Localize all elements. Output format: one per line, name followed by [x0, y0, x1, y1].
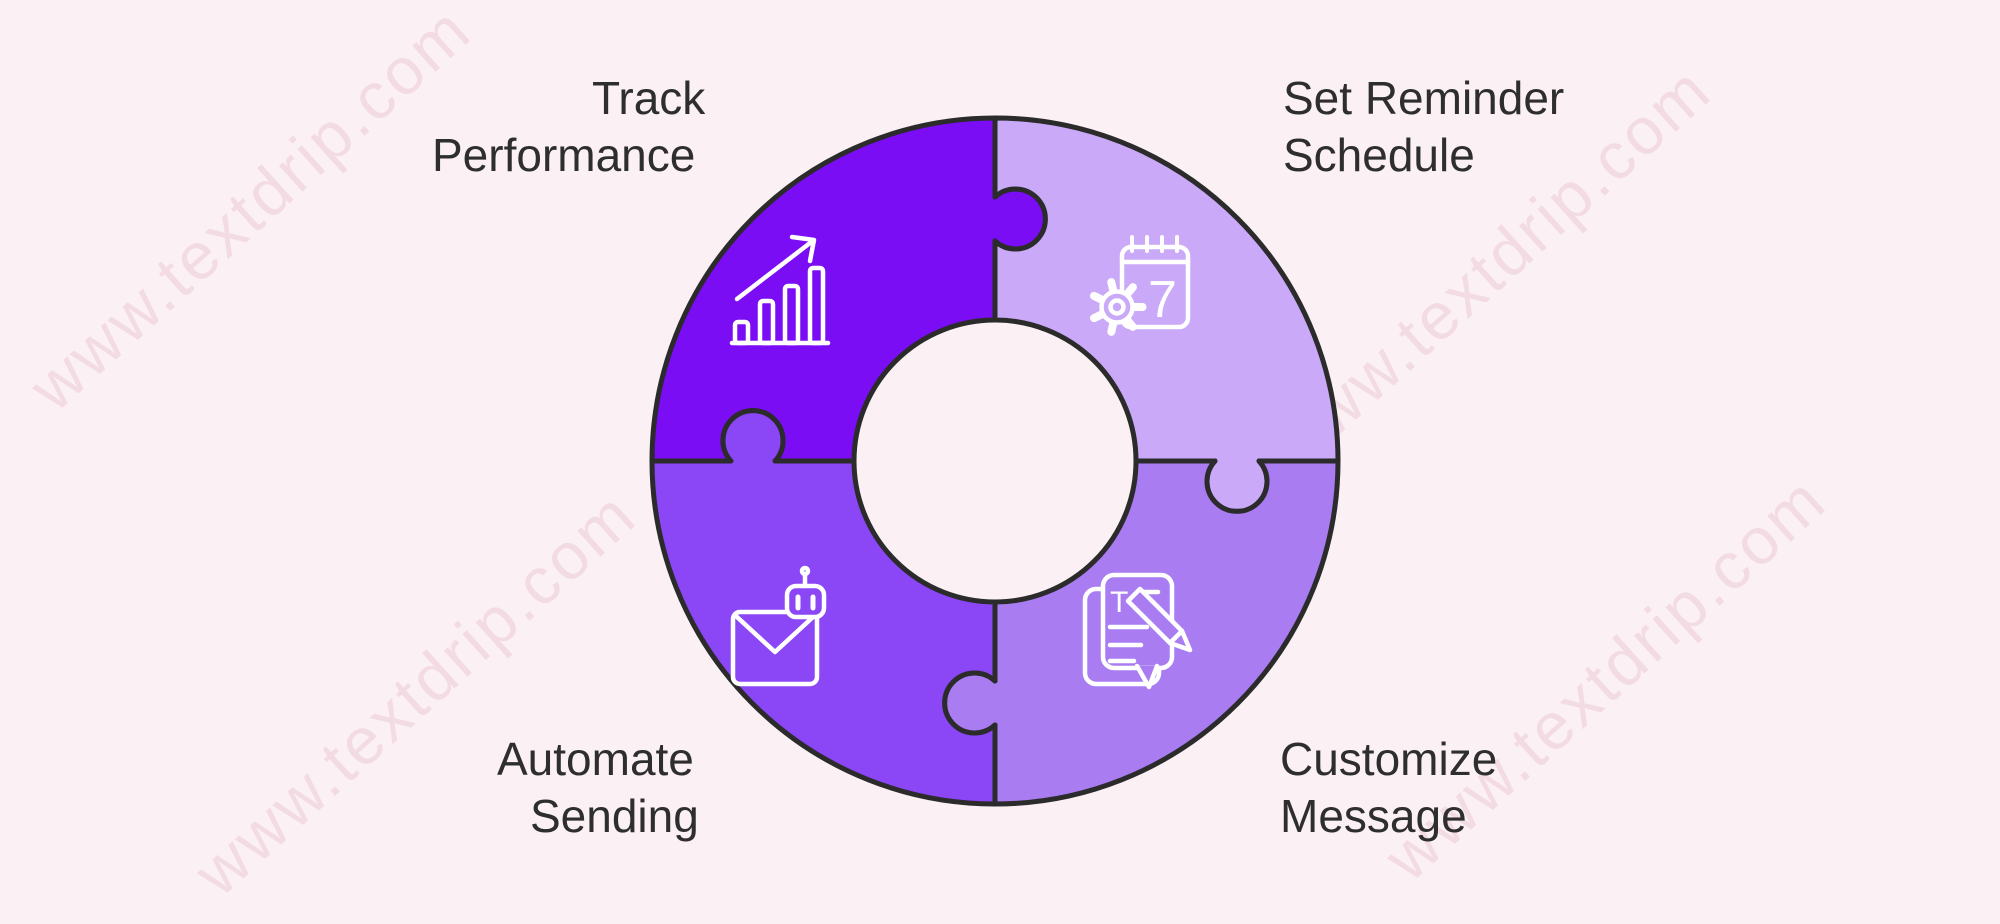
- label-set-reminder-schedule-line1: Set Reminder: [1283, 72, 1565, 124]
- label-automate-sending-line2: Sending: [530, 790, 699, 842]
- chart-bar: [807, 265, 826, 346]
- gear-teeth: [1090, 278, 1147, 336]
- speech-tail: [1134, 663, 1160, 690]
- calendar-body: [1119, 244, 1191, 330]
- document-pencil-icon: T: [1082, 572, 1193, 690]
- robot-eyes: [795, 594, 816, 611]
- envelope-robot-icon: [730, 565, 827, 687]
- calendar-binder-rings: [1130, 235, 1179, 253]
- trend-arrow-shaft: [734, 240, 813, 302]
- trend-arrow-head: [789, 234, 817, 264]
- pencil-tip-line: [1167, 628, 1185, 646]
- label-track-performance-line1: Track: [592, 72, 706, 124]
- label-automate-sending-line1: Automate: [497, 733, 694, 785]
- label-customize-message-line2: Message: [1280, 790, 1467, 842]
- calendar-gear-icon: 7: [1090, 235, 1191, 336]
- envelope-flap: [734, 614, 816, 655]
- label-customize-message-line1: Customize: [1280, 733, 1498, 785]
- pencil-body: [1125, 586, 1193, 653]
- gear-body: [1099, 289, 1135, 325]
- robot-antenna-tip: [799, 565, 811, 577]
- chart-bar: [782, 283, 801, 346]
- bar-chart-growth-icon: [729, 234, 831, 346]
- label-set-reminder-schedule-line2: Schedule: [1283, 129, 1475, 181]
- label-track-performance-line2: Performance: [432, 129, 696, 181]
- document-text-lines: [1107, 624, 1150, 664]
- robot-head: [784, 583, 827, 620]
- chart-bar: [732, 319, 751, 346]
- envelope-body: [730, 609, 820, 687]
- gear-hole: [1108, 298, 1126, 316]
- piece-track-performance: [649, 115, 1048, 464]
- chart-bar: [757, 298, 776, 346]
- document-letter: T: [1110, 586, 1128, 619]
- calendar-day-number: 7: [1148, 271, 1177, 329]
